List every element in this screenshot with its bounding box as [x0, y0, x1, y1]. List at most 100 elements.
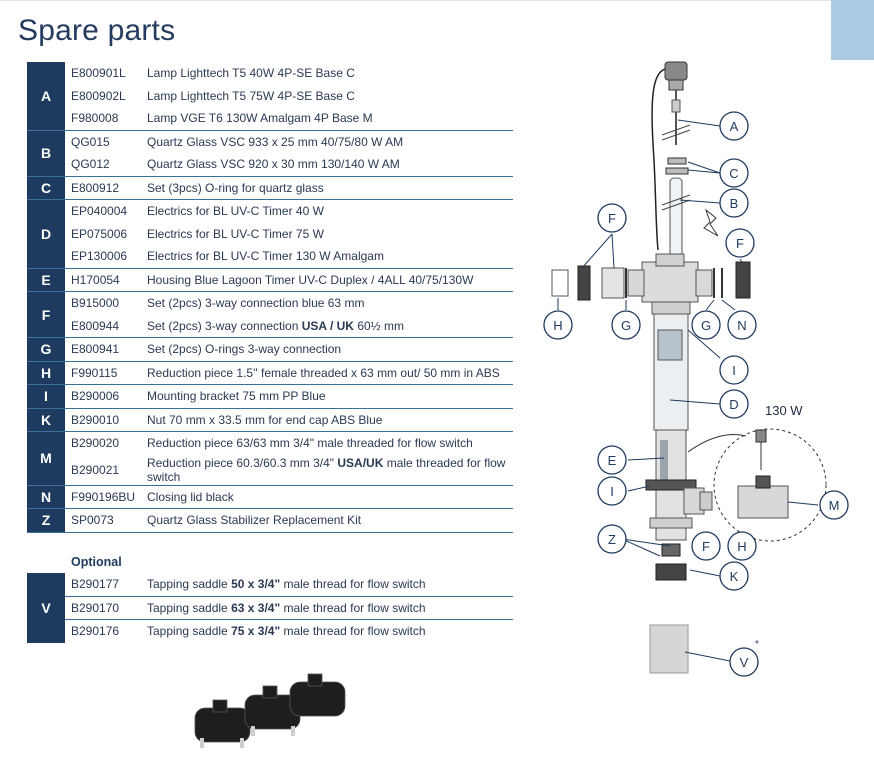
nut-k	[655, 563, 687, 581]
part-description: Lamp VGE T6 130W Amalgam 4P Base M	[147, 111, 373, 126]
callout-130w: 130 W	[765, 403, 803, 418]
part-code: B290170	[71, 600, 120, 615]
exploded-diagram: 130 W	[543, 61, 849, 677]
lamp-cap	[664, 61, 688, 81]
part-description: Tapping saddle 50 x 3/4" male thread for…	[147, 576, 513, 592]
label-e: E	[608, 453, 617, 468]
part-description: Tapping saddle 75 x 3/4" male thread for…	[147, 623, 513, 639]
part-description: Lamp Lighttech T5 40W 4P-SE Base C	[147, 66, 355, 81]
tapping-saddle-small	[649, 624, 689, 674]
part-description: Quartz Glass Stabilizer Replacement Kit	[147, 513, 362, 528]
part-description: Reduction piece 63/63 mm 3/4" male threa…	[147, 436, 473, 451]
label-m: M	[829, 498, 840, 513]
part-letter: D	[27, 200, 65, 268]
part-description: Electrics for BL UV-C Timer 40 W	[147, 204, 324, 219]
part-h	[551, 269, 569, 297]
part-f-left	[577, 265, 591, 301]
table-row: E800901L Lamp Lighttech T5 40W 4P-SE Base…	[65, 62, 513, 85]
part-description: Quartz Glass VSC 933 x 25 mm 40/75/80 W …	[147, 134, 404, 149]
label-h-left: H	[553, 318, 562, 333]
part-code: E800944	[71, 318, 120, 333]
part-code: B290177	[71, 577, 120, 592]
desc-text: 60½ mm	[353, 318, 404, 333]
part-f-right	[735, 261, 751, 299]
part-description: Reduction piece 1.5'' female threaded x …	[147, 365, 500, 380]
part-letter: N	[27, 485, 65, 508]
desc-bold: 50 x 3/4"	[231, 577, 281, 592]
desc-text: Tapping saddle	[147, 577, 232, 592]
table-row: B290170 Tapping saddle 63 x 3/4" male thr…	[65, 597, 513, 620]
housing-tee	[641, 261, 699, 303]
label-g-left: G	[621, 318, 631, 333]
desc-text: male thread for flow switch	[280, 624, 426, 639]
label-f-bottom: F	[702, 539, 710, 554]
part-description: Tapping saddle 63 x 3/4" male thread for…	[147, 600, 513, 616]
part-code: E800902L	[71, 88, 126, 103]
optional-title: Optional	[71, 555, 122, 569]
desc-text: male thread for flow switch	[280, 600, 426, 615]
label-k: K	[730, 569, 739, 584]
part-code: F990196BU	[71, 489, 136, 504]
part-letter: I	[27, 385, 65, 408]
label-v-marker: *	[755, 639, 759, 650]
part-letter: G	[27, 338, 65, 361]
label-i-bottom: I	[610, 484, 614, 499]
part-letter: C	[27, 176, 65, 199]
part-code: EP130006	[71, 249, 128, 264]
part-letter: E	[27, 268, 65, 291]
part-code: B290176	[71, 624, 120, 639]
label-f-top-left: F	[608, 211, 616, 226]
part-code: B290021	[71, 462, 120, 477]
stabilizer	[661, 543, 681, 557]
table-row: B290177 Tapping saddle 50 x 3/4" male thr…	[65, 573, 513, 597]
tapping-saddles-image	[194, 673, 346, 748]
part-code: E800941	[71, 342, 120, 357]
part-letter: V	[27, 573, 65, 643]
part-group: G E800941 Set (2pcs) O-rings 3-way connect…	[27, 337, 513, 361]
part-description: Set (2pcs) O-rings 3-way connection	[147, 342, 342, 357]
part-letter: M	[27, 432, 65, 485]
page-title: Spare parts	[18, 14, 176, 47]
desc-text: Tapping saddle	[147, 624, 232, 639]
corner-accent	[831, 0, 874, 60]
hazard-icon	[703, 208, 719, 237]
part-letter: Z	[27, 509, 65, 532]
label-z: Z	[608, 532, 616, 547]
part-code: E800901L	[71, 66, 126, 81]
parts-table: A E800901L Lamp Lighttech T5 40W 4P-SE Bas…	[27, 62, 513, 533]
label-n: N	[737, 318, 746, 333]
part-letter: A	[27, 62, 65, 130]
power-cable	[651, 67, 677, 251]
desc-text: Set (2pcs) 3-way connection	[147, 318, 302, 333]
part-letter: K	[27, 408, 65, 431]
part-description: Electrics for BL UV-C Timer 130 W Amalga…	[147, 249, 384, 264]
part-description: Set (3pcs) O-ring for quartz glass	[147, 180, 324, 195]
bracket	[645, 479, 697, 491]
